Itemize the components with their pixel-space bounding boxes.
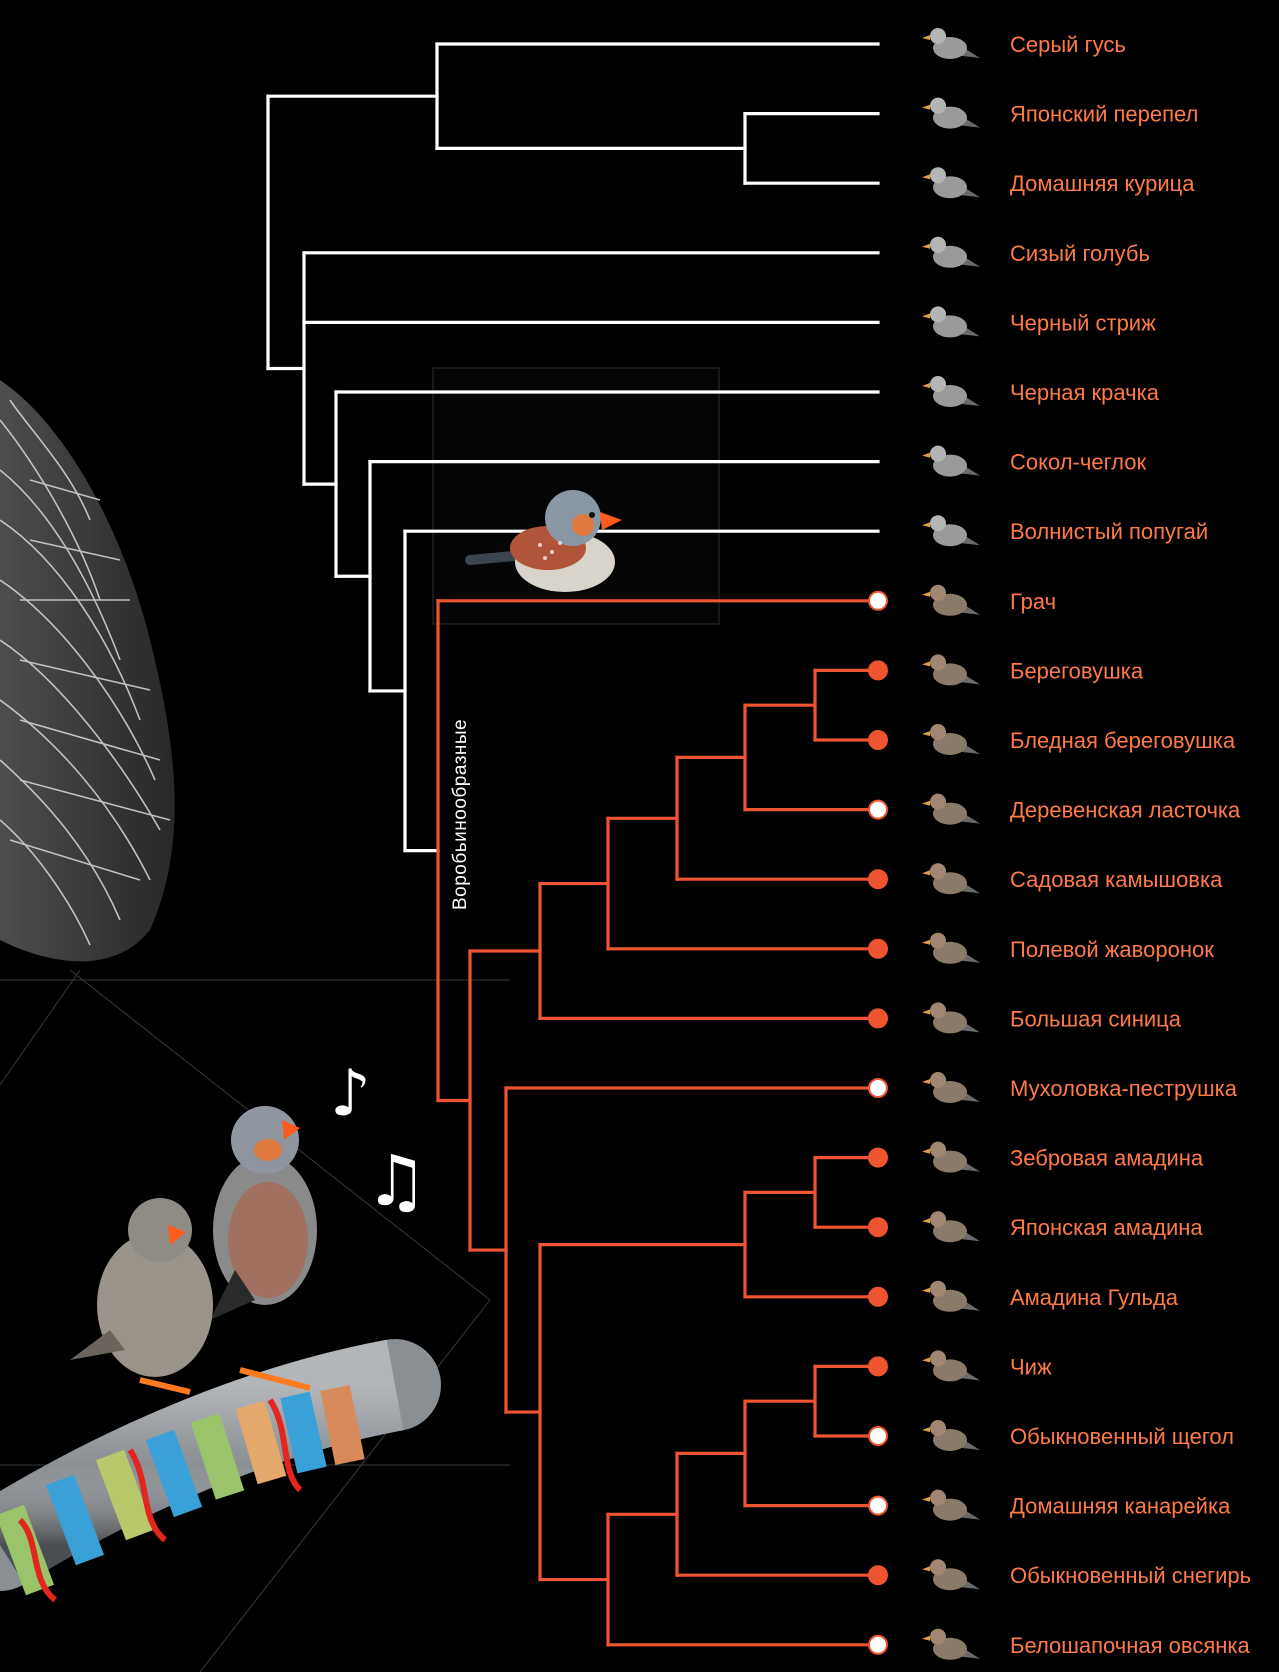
- species-label: Сокол-чеглок: [1010, 450, 1146, 475]
- species-label: Полевой жаворонок: [1010, 937, 1214, 962]
- feather-image: [0, 380, 175, 961]
- skylark-icon: [922, 933, 980, 964]
- tip-marker-filled: [869, 1566, 887, 1584]
- species-label: Чиж: [1010, 1354, 1052, 1379]
- species-icons: [922, 28, 980, 1660]
- barn-swallow-icon: [922, 794, 980, 825]
- species-label: Грач: [1010, 589, 1056, 614]
- species-label: Домашняя курица: [1010, 171, 1195, 196]
- siskin-icon: [922, 1350, 980, 1381]
- clade-label-passeriformes: Воробьинообразные: [450, 719, 471, 910]
- chromosome-image: [0, 1385, 395, 1600]
- species-label: Мухоловка-пеструшка: [1010, 1076, 1238, 1101]
- species-label: Черный стриж: [1010, 310, 1156, 335]
- tip-marker-open: [869, 801, 887, 819]
- music-notes-icon: ♫: [365, 1140, 428, 1222]
- tip-marker-filled: [869, 940, 887, 958]
- tip-marker-filled: [869, 661, 887, 679]
- tip-marker-filled: [869, 1218, 887, 1236]
- tip-marker-open: [869, 592, 887, 610]
- chicken-icon: [922, 167, 980, 198]
- species-label: Домашняя канарейка: [1010, 1494, 1231, 1519]
- swift-icon: [922, 306, 980, 337]
- species-label: Волнистый попугай: [1010, 519, 1208, 544]
- species-label: Серый гусь: [1010, 32, 1126, 57]
- tip-marker-filled: [869, 1149, 887, 1167]
- species-label: Бледная береговушка: [1010, 728, 1236, 753]
- great-tit-icon: [922, 1002, 980, 1033]
- species-label: Японский перепел: [1010, 102, 1198, 127]
- species-label: Садовая камышовка: [1010, 867, 1223, 892]
- species-label: Обыкновенный снегирь: [1010, 1563, 1251, 1588]
- tip-marker-filled: [869, 1009, 887, 1027]
- tip-markers: [869, 592, 887, 1654]
- bunting-icon: [922, 1629, 980, 1660]
- tip-marker-filled: [869, 1288, 887, 1306]
- species-label: Японская амадина: [1010, 1215, 1203, 1240]
- quail-icon: [922, 98, 980, 129]
- species-label: Деревенская ласточка: [1010, 798, 1241, 823]
- munia-icon: [922, 1211, 980, 1242]
- music-note-icon: ♪: [330, 1057, 371, 1131]
- rook-icon: [922, 585, 980, 616]
- falcon-icon: [922, 446, 980, 477]
- tip-marker-open: [869, 1427, 887, 1445]
- tip-marker-open: [869, 1636, 887, 1654]
- tern-icon: [922, 376, 980, 407]
- tip-marker-filled: [869, 870, 887, 888]
- tip-marker-open: [869, 1497, 887, 1515]
- budgie-icon: [922, 515, 980, 546]
- species-label: Зебровая амадина: [1010, 1146, 1204, 1171]
- gouldian-finch-icon: [922, 1281, 980, 1312]
- pale-martin-icon: [922, 724, 980, 755]
- tip-marker-filled: [869, 731, 887, 749]
- canary-icon: [922, 1490, 980, 1521]
- warbler-icon: [922, 863, 980, 894]
- zebra-finch-pair-image: [70, 1106, 317, 1392]
- goose-icon: [922, 28, 980, 59]
- species-label: Большая синица: [1010, 1006, 1182, 1031]
- sand-martin-icon: [922, 654, 980, 685]
- goldfinch-icon: [922, 1420, 980, 1451]
- bullfinch-icon: [922, 1559, 980, 1590]
- species-label: Береговушка: [1010, 658, 1144, 683]
- flycatcher-icon: [922, 1072, 980, 1103]
- tip-marker-open: [869, 1079, 887, 1097]
- species-label: Обыкновенный щегол: [1010, 1424, 1234, 1449]
- pigeon-icon: [922, 237, 980, 268]
- species-label: Черная крачка: [1010, 380, 1160, 405]
- species-label: Белошапочная овсянка: [1010, 1633, 1251, 1658]
- zebra-finch-icon: [922, 1142, 980, 1173]
- species-label: Сизый голубь: [1010, 241, 1150, 266]
- tip-marker-filled: [869, 1357, 887, 1375]
- chromosome-panel-frame: [0, 970, 510, 1672]
- passerine-tree-branches: [438, 601, 878, 1645]
- species-label: Амадина Гульда: [1010, 1285, 1179, 1310]
